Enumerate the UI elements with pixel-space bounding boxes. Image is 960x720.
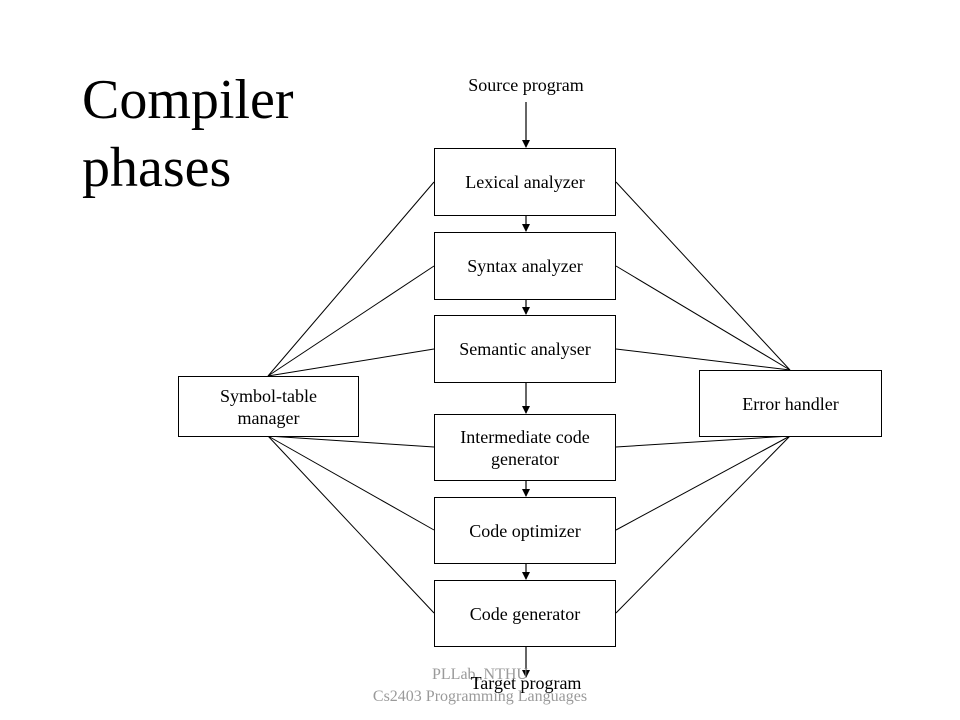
- phase-label-line-1: Intermediate code: [460, 426, 590, 447]
- footer-line-1: PLLab, NTHU: [432, 666, 528, 683]
- phase-label: Semantic analyser: [459, 339, 591, 359]
- phase-label: Code optimizer: [469, 520, 581, 541]
- phase-lexical-analyzer: Lexical analyzer: [434, 148, 616, 216]
- link-symbol-table-generator: [267, 435, 435, 614]
- error-handler-box: Error handler: [699, 370, 882, 437]
- phase-label-line-2: generator: [491, 448, 559, 469]
- link-error-semantic: [615, 348, 791, 371]
- phase-label: Code generator: [469, 603, 581, 624]
- link-symbol-table-intermediate: [267, 435, 435, 448]
- phase-code-optimizer: Code optimizer: [434, 497, 616, 564]
- link-error-generator: [615, 435, 791, 614]
- link-symbol-table-semantic: [267, 348, 435, 377]
- link-symbol-table-syntax: [267, 265, 435, 377]
- phase-syntax-analyzer: Syntax analyzer: [434, 232, 616, 300]
- phase-intermediate-code-generator: Intermediate code generator: [434, 414, 616, 481]
- slide-title-line-2: phases: [82, 137, 232, 199]
- link-error-lexical: [615, 181, 791, 371]
- phase-code-generator: Code generator: [434, 580, 616, 647]
- symbol-table-manager-box: Symbol-table manager: [178, 376, 359, 437]
- symbol-table-label-line-2: manager: [237, 407, 300, 428]
- error-handler-label: Error handler: [742, 393, 839, 414]
- slide-title-line-1: Compiler: [82, 69, 294, 131]
- source-program-label: Source program: [468, 75, 584, 95]
- link-symbol-table-lexical: [267, 181, 435, 377]
- phase-semantic-analyser: Semantic analyser: [434, 315, 616, 383]
- link-symbol-table-optimizer: [267, 435, 435, 531]
- link-error-optimizer: [615, 435, 791, 531]
- link-error-intermediate: [615, 435, 791, 448]
- symbol-table-label-line-1: Symbol-table: [220, 385, 317, 406]
- phase-label: Lexical analyzer: [465, 172, 585, 192]
- link-error-syntax: [615, 265, 791, 371]
- target-program-label: Target program: [470, 673, 582, 693]
- phase-label: Syntax analyzer: [467, 256, 583, 276]
- footer-line-2: Cs2403 Programming Languages: [372, 688, 588, 705]
